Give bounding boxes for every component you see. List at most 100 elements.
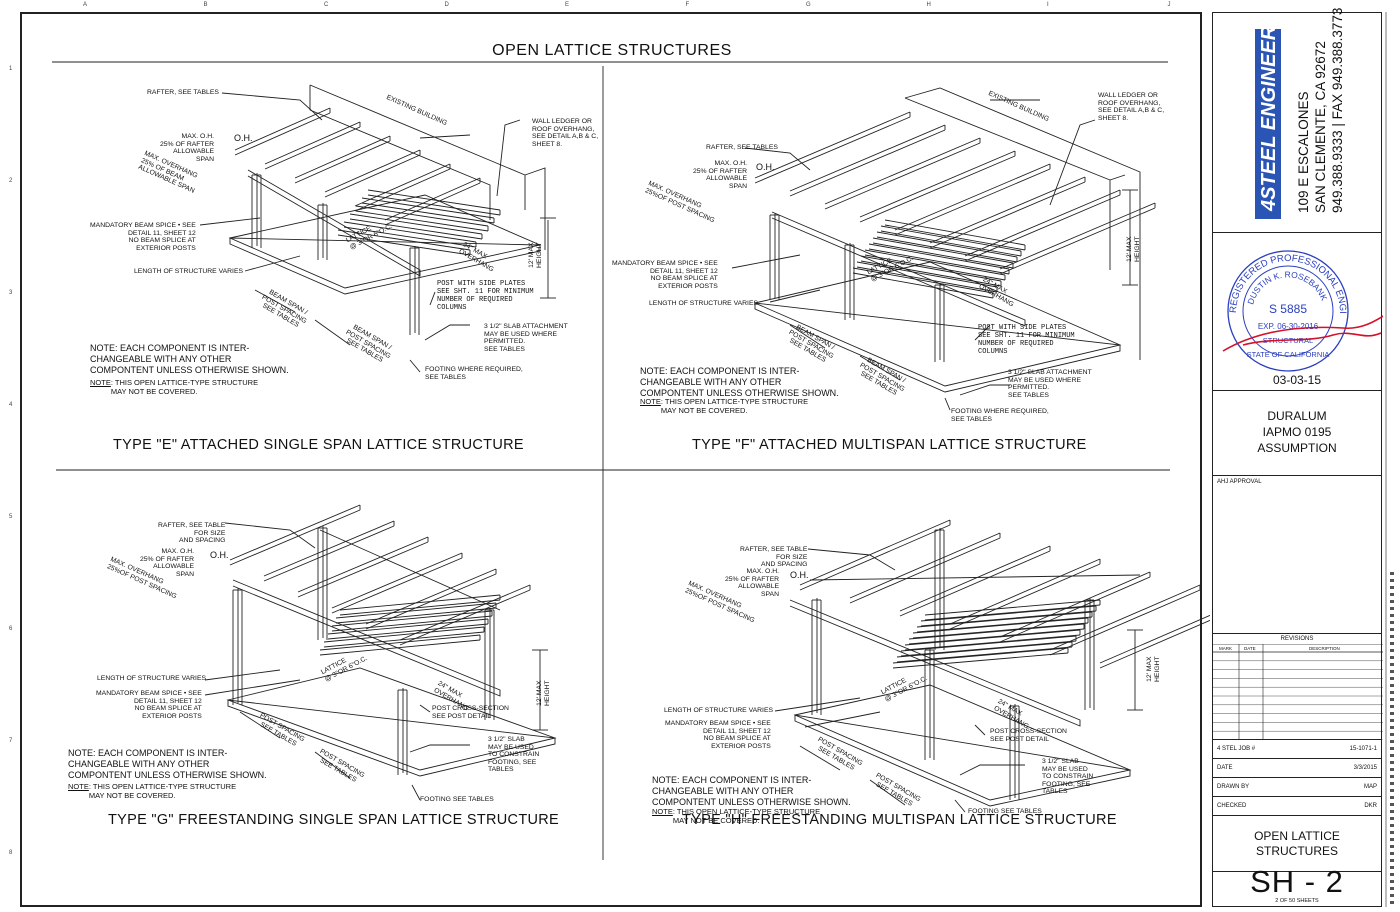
f-lattice-strip <box>868 248 1010 275</box>
e-rafter <box>264 121 361 165</box>
fine-print-mark <box>1390 852 1394 855</box>
f-max-oh-label: MAX. O.H. 25% OF RAFTER ALLOWABLE SPAN <box>693 160 748 190</box>
g-note-covered: NOTE: THIS OPEN LATTICE-TYPE STRUCTURE M… <box>68 782 237 800</box>
g-rafter <box>365 568 497 625</box>
h-rafter <box>949 563 1101 630</box>
h-lattice-strip <box>908 628 1085 645</box>
f-lattice-strip <box>872 242 1014 269</box>
e-rafter-label: RAFTER, SEE TABLES <box>147 89 219 96</box>
f-rafter-label: RAFTER, SEE TABLES <box>706 144 778 151</box>
fine-print-mark <box>1390 593 1394 596</box>
company-address: 109 E ESCALONES SAN CLEMENTE, CA 92672 9… <box>1295 8 1346 213</box>
g-rafter <box>263 520 395 577</box>
g-rafter <box>297 536 429 593</box>
h-lattice-strip <box>904 634 1081 651</box>
drawn-row: DRAWN BY MAP <box>1213 778 1381 797</box>
h-lattice-strip <box>924 599 1101 616</box>
job-label: 4 STEL JOB # <box>1217 746 1256 752</box>
h-lattice-strip <box>900 635 1077 652</box>
fine-print-mark <box>1390 733 1394 736</box>
h-rafter <box>949 558 1101 625</box>
g-rafter <box>229 504 361 561</box>
f-lattice-strip <box>864 249 1006 276</box>
h-rafter <box>1099 619 1210 669</box>
f-note-covered: NOTE: THIS OPEN LATTICE-TYPE STRUCTURE M… <box>640 397 809 415</box>
grid-letter: J <box>1167 2 1171 8</box>
f-rafter <box>789 124 946 192</box>
fine-print-mark <box>1390 817 1394 820</box>
sheet-number: SH - 2 <box>1250 864 1344 899</box>
f-rafter <box>754 111 911 179</box>
h-footing-label: FOOTING SEE TABLES <box>968 808 1042 815</box>
fine-print-mark <box>1390 887 1394 890</box>
h-lattice-strip <box>920 610 1097 627</box>
fine-print-mark <box>1390 789 1394 792</box>
h-post-cross-label: POST CROSS-SECTION SEE POST DETAIL <box>990 728 1067 743</box>
g-rafter <box>399 584 531 641</box>
g-slab-label: 3 1/2" SLAB MAY BE USED TO CONSTRAIN FOO… <box>488 736 540 774</box>
h-beam-splice-label: MANDATORY BEAM SPICE • SEE DETAIL 11, SH… <box>665 720 771 750</box>
f-height-label: 12' MAX HEIGHT <box>1126 236 1141 262</box>
drawn-label: DRAWN BY <box>1217 784 1250 790</box>
fine-print-mark <box>1390 845 1394 848</box>
g-lattice-strip <box>339 599 501 616</box>
f-lattice-strip <box>880 230 1022 257</box>
stamp-state-text: STATE OF CALIFORNIA <box>1247 350 1330 359</box>
h-height-label: 12' MAX HEIGHT <box>1146 656 1161 682</box>
checked-row: CHECKED DKR <box>1213 797 1381 816</box>
h-rafter-label: RAFTER, SEE TABLE FOR SIZE AND SPACING <box>740 546 808 569</box>
e-height-label: 12' MAX HEIGHT <box>528 242 543 268</box>
revisions-cell: REVISIONS MARK DATE DESCRIPTION <box>1213 634 1383 740</box>
h-rafter <box>849 532 1001 599</box>
fine-print-mark <box>1390 859 1394 862</box>
job-value: 15-1071-1 <box>1349 746 1377 752</box>
g-rafter-label: RAFTER, SEE TABLE FOR SIZE AND SPACING <box>158 522 226 545</box>
g-rafter <box>399 589 531 646</box>
drawn-value: MAP <box>1363 784 1377 790</box>
grid-number: 1 <box>9 66 13 72</box>
h-note: NOTE: EACH COMPONENT IS INTER- CHANGEABL… <box>652 775 851 807</box>
fine-print-mark <box>1390 831 1394 834</box>
h-rafter <box>849 537 1001 604</box>
h-lattice-strip <box>912 622 1089 639</box>
e-lattice-strip <box>337 229 471 251</box>
g-lattice-strip <box>323 626 485 643</box>
e-lattice-strip <box>349 213 483 235</box>
fine-print-mark <box>1390 628 1394 631</box>
sheet-count: 2 OF 50 SHEETS <box>1275 898 1319 904</box>
h-lattice-strip <box>924 604 1101 621</box>
f-lattice-strip <box>864 254 1006 281</box>
f-beam-splice-label: MANDATORY BEAM SPICE • SEE DETAIL 11, SH… <box>612 260 718 290</box>
e-lattice-strip <box>349 218 483 240</box>
address-line-2: SAN CLEMENTE, CA 92672 <box>1313 41 1328 213</box>
h-rafter <box>799 519 951 586</box>
grid-number: 6 <box>9 626 13 632</box>
g-height-label: 12' MAX HEIGHT <box>536 680 551 706</box>
grid-number: 3 <box>9 290 13 296</box>
drawing-linework <box>52 61 1210 860</box>
rev-header-description: DESCRIPTION <box>1309 646 1340 651</box>
h-lattice-strip <box>896 641 1073 658</box>
g-rafter <box>229 509 361 566</box>
e-rafter <box>294 135 391 179</box>
engineer-stamp-icon: REGISTERED PROFESSIONAL ENGINEER DUSTIN … <box>1213 233 1383 372</box>
f-rafter <box>859 150 1016 218</box>
h-rafter <box>1099 614 1210 664</box>
f-length-label: LENGTH OF STRUCTURE VARIES <box>649 300 759 307</box>
g-lattice-strip <box>327 623 489 640</box>
tb-sheet-title: OPEN LATTICE STRUCTURES <box>1254 829 1340 858</box>
svg-text:DUSTIN K. ROSEBANK: DUSTIN K. ROSEBANK <box>1245 269 1329 305</box>
f-lattice-strip <box>856 266 998 293</box>
product-line: IAPMO 0195 <box>1262 425 1332 439</box>
h-rafter <box>999 576 1151 643</box>
g-lattice-strip <box>331 610 493 627</box>
e-rafter <box>234 107 331 151</box>
h-rafter <box>899 545 1051 612</box>
f-rafter <box>929 181 1086 249</box>
grid-letter: D <box>444 2 449 8</box>
e-slab-label: 3 1/2" SLAB ATTACHMENT MAY BE USED WHERE… <box>484 323 568 353</box>
stamp-date: 03-03-15 <box>1272 373 1322 387</box>
g-beam-splice-label: MANDATORY BEAM SPICE • SEE DETAIL 11, SH… <box>96 690 202 720</box>
h-lattice-strip <box>892 652 1069 669</box>
